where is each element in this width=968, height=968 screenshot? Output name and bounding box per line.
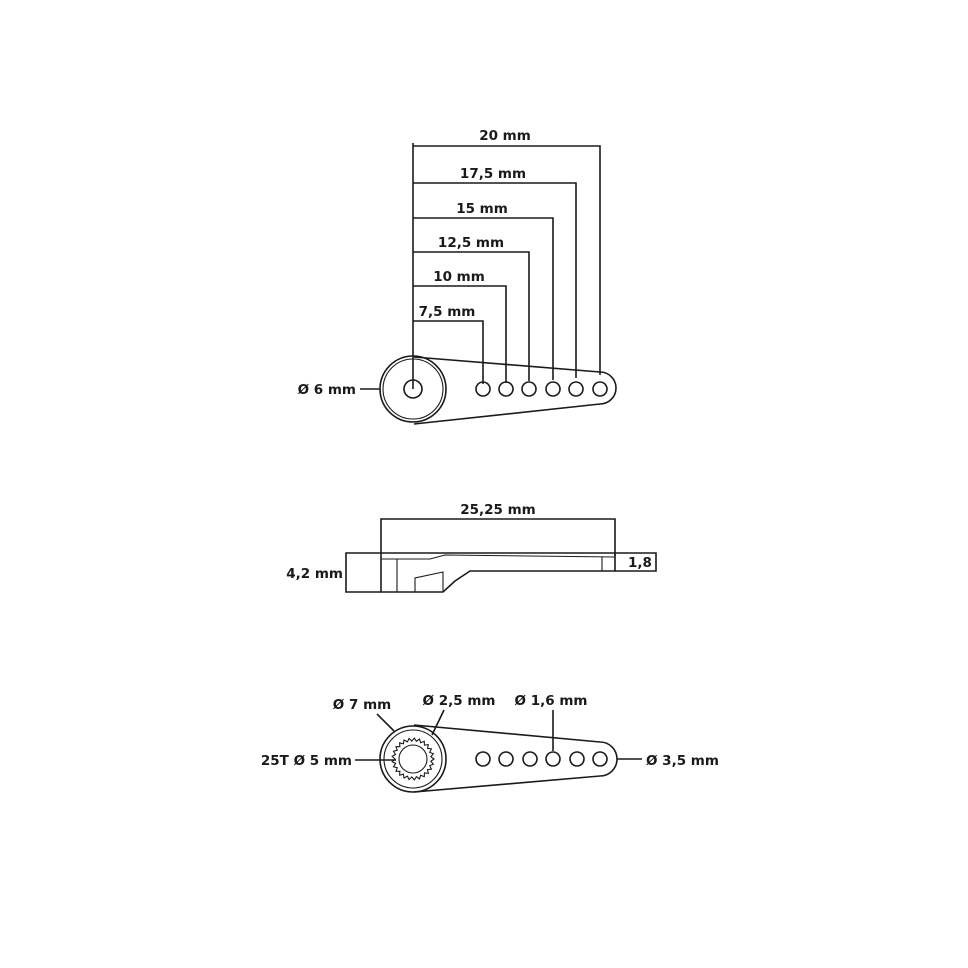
bottom-arm-outline	[413, 724, 618, 793]
top-hole-4	[545, 381, 561, 397]
side-height-dim	[345, 552, 381, 593]
bottom-hole-5	[569, 751, 585, 767]
top-hole-3	[521, 381, 537, 397]
side-underside	[414, 571, 444, 592]
side-length-dim	[380, 518, 616, 556]
dim-line-15	[413, 217, 554, 380]
dim-line-10	[413, 285, 507, 383]
bottom-hole-6	[592, 751, 608, 767]
bottom-hole-1	[475, 751, 491, 767]
dim-line-20	[413, 145, 601, 375]
hub-outer-leader	[376, 713, 395, 732]
bottom-hole-2	[498, 751, 514, 767]
dim-label-10: 10 mm	[433, 269, 485, 285]
top-view: 20 mm 17,5 mm 15 mm 12,5 mm 10 mm 7,5 mm…	[298, 128, 617, 425]
screw-hole-leader	[431, 709, 445, 736]
top-hole-2	[498, 381, 514, 397]
dim-label-17-5: 17,5 mm	[460, 166, 526, 182]
bottom-hub-ring	[383, 729, 443, 789]
bottom-view: Ø 7 mm Ø 2,5 mm Ø 1,6 mm 25T Ø 5 mm Ø 3,…	[261, 693, 719, 793]
arm-hole-label: Ø 1,6 mm	[515, 693, 588, 709]
dim-line-7-5	[413, 320, 484, 384]
top-hole-1	[475, 381, 491, 397]
side-top-face	[381, 554, 616, 560]
side-thickness-label: 1,8	[628, 555, 652, 571]
side-length-label: 25,25 mm	[460, 502, 536, 518]
side-body-outline	[380, 552, 616, 593]
spline-teeth	[391, 737, 435, 781]
dim-label-15: 15 mm	[456, 201, 508, 217]
top-hole-5	[568, 381, 584, 397]
top-arm-outline	[413, 356, 617, 425]
dim-label-20: 20 mm	[479, 128, 531, 144]
top-hole-6	[592, 381, 608, 397]
hub-outer-label: Ø 7 mm	[333, 697, 391, 713]
bottom-hub-outer	[379, 725, 447, 793]
bottom-hole-4	[545, 751, 561, 767]
side-height-label: 4,2 mm	[286, 566, 343, 582]
side-thickness-dim	[615, 552, 657, 572]
dim-line-12-5	[413, 251, 530, 381]
spline-inner	[398, 744, 428, 774]
dim-label-12-5: 12,5 mm	[438, 235, 504, 251]
bottom-hole-3	[522, 751, 538, 767]
dim-label-7-5: 7,5 mm	[419, 304, 476, 320]
dim-line-17-5	[413, 182, 577, 378]
side-view: 25,25 mm 4,2 mm 1,8	[286, 502, 657, 593]
spline-label: 25T Ø 5 mm	[261, 753, 352, 769]
screw-hole-label: Ø 2,5 mm	[423, 693, 496, 709]
arm-end-label: Ø 3,5 mm	[646, 753, 719, 769]
hub-diameter-label: Ø 6 mm	[298, 382, 356, 398]
